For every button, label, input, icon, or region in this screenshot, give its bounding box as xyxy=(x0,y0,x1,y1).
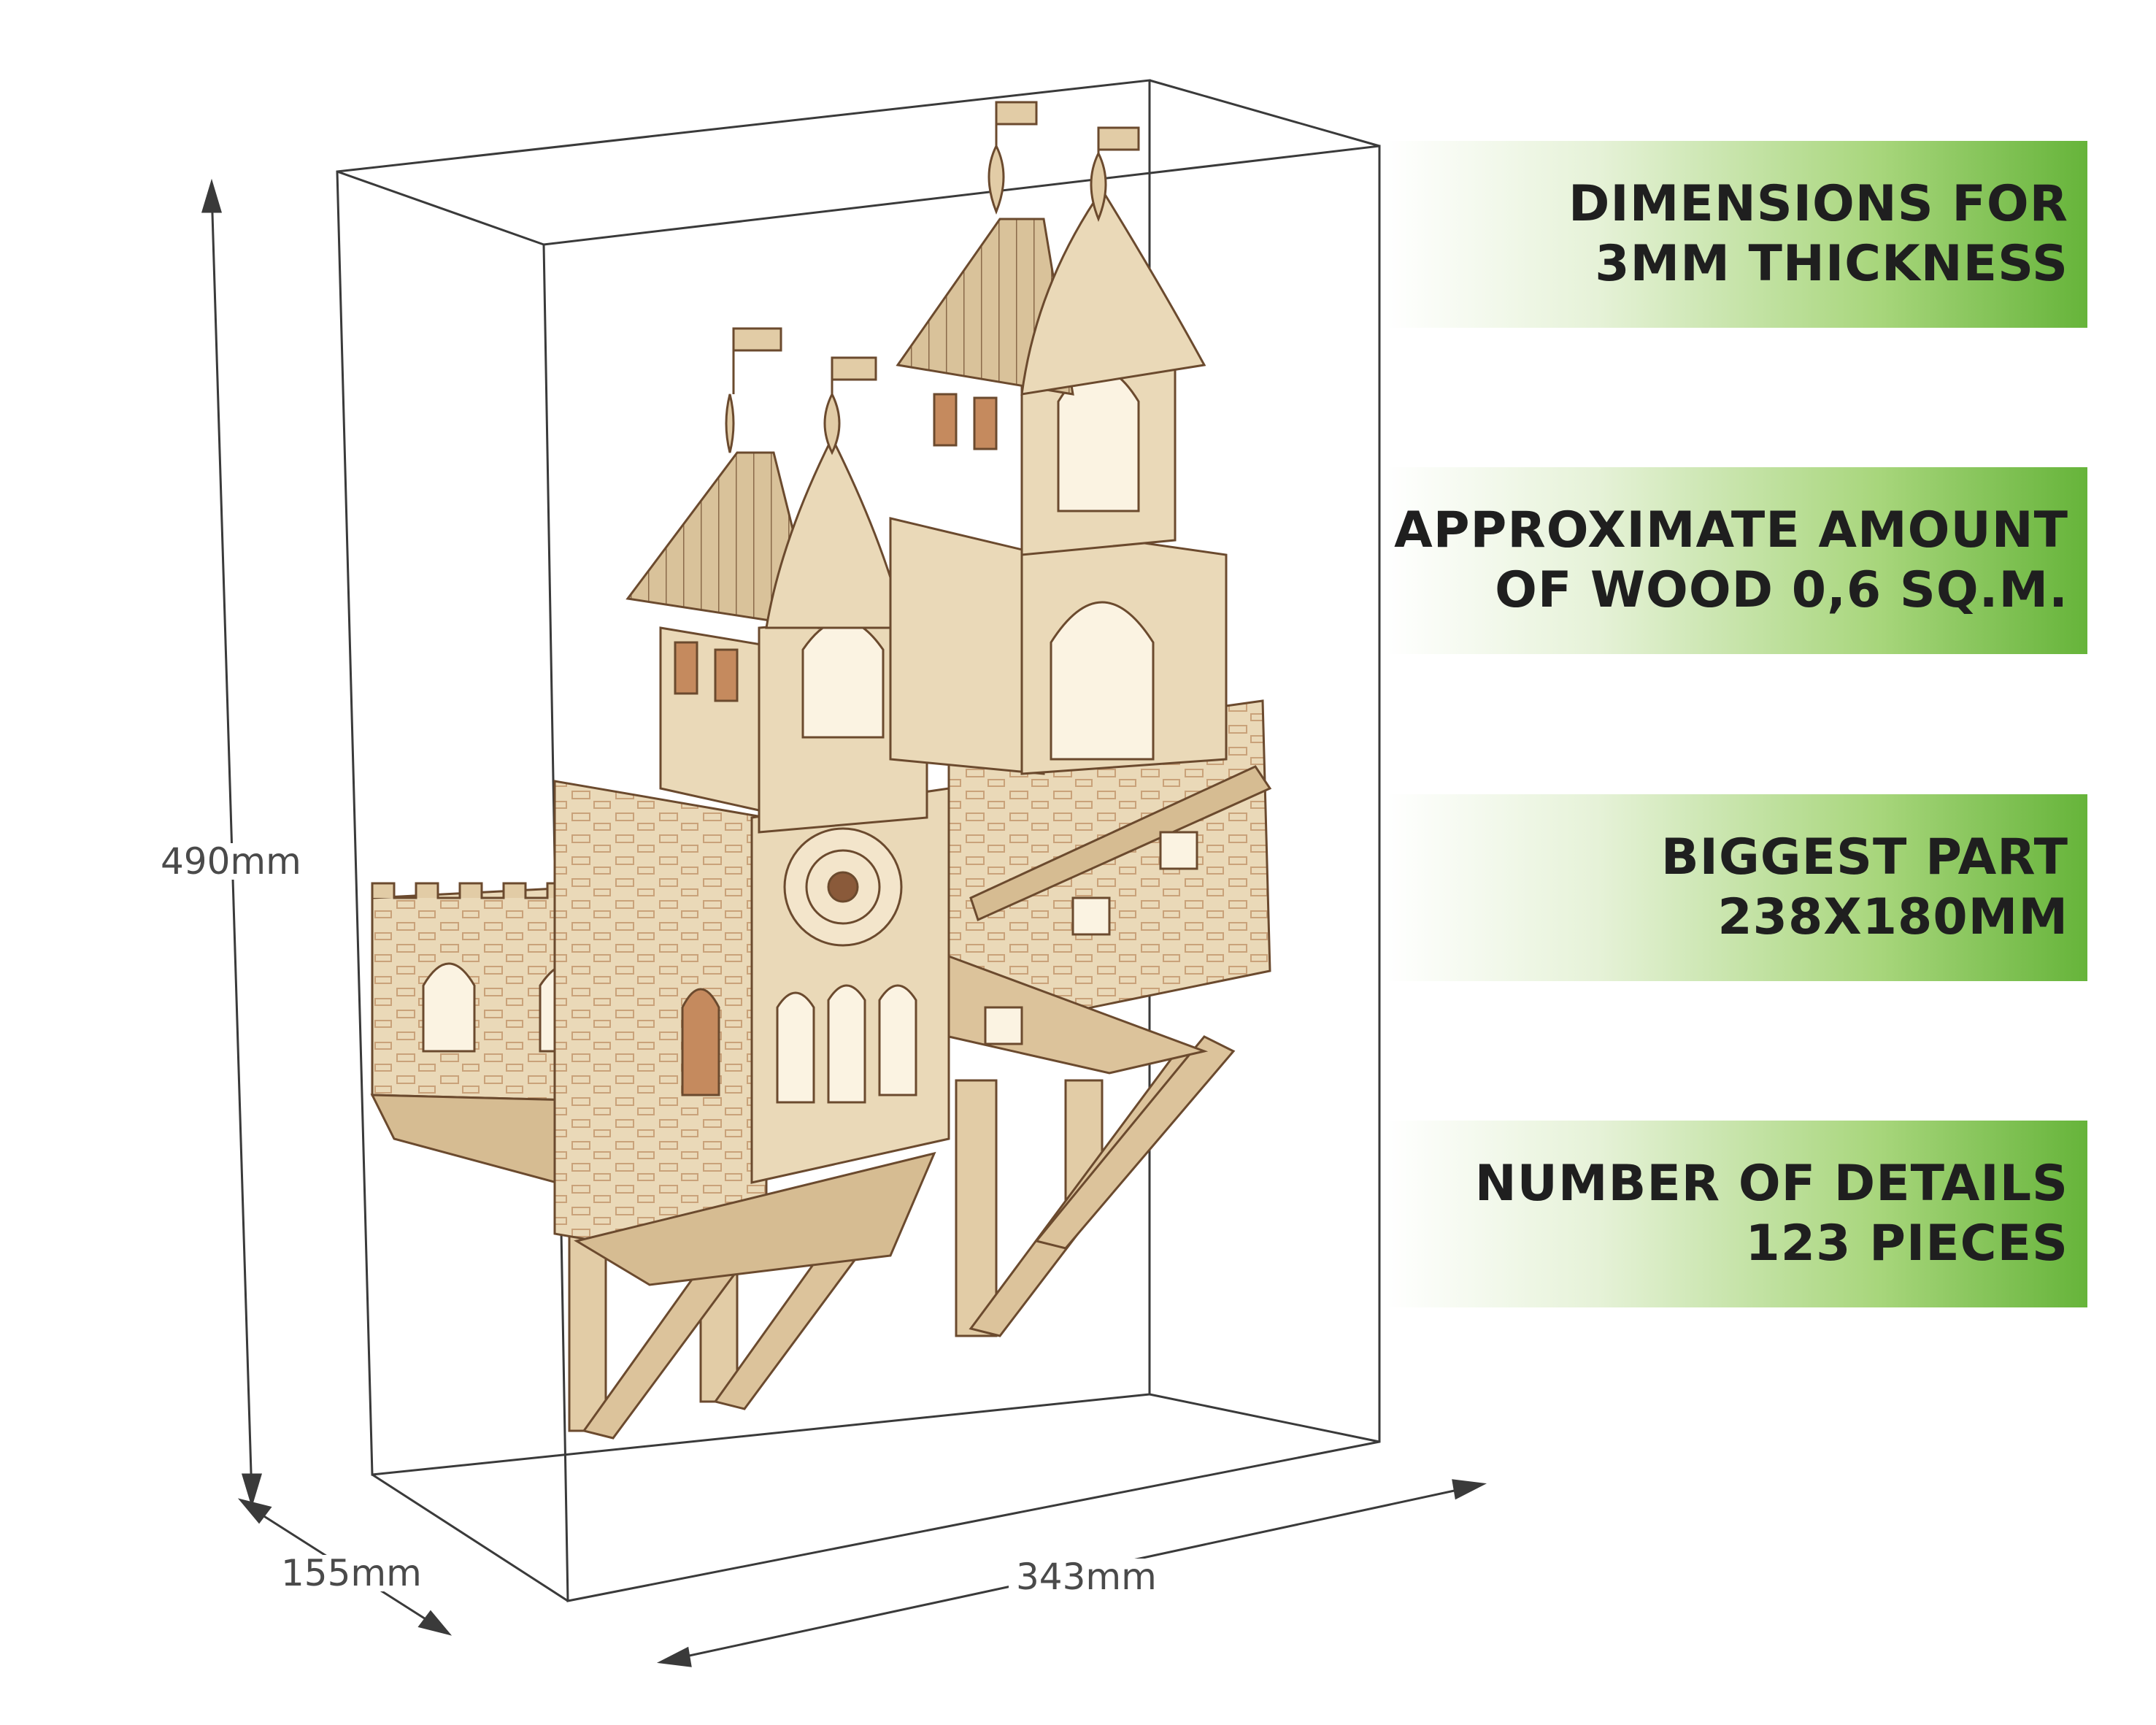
spec-banner-biggest-part: BIGGEST PART 238X180MM xyxy=(1387,794,2087,981)
spec-line: OF WOOD 0,6 SQ.M. xyxy=(1495,561,2068,619)
spec-line: 123 PIECES xyxy=(1745,1215,2068,1272)
depth-dimension-line xyxy=(237,1498,453,1636)
spec-banner-thickness: DIMENSIONS FOR 3MM THICKNESS xyxy=(1387,141,2087,328)
depth-dimension-label: 155mm xyxy=(274,1555,429,1591)
spec-line: DIMENSIONS FOR xyxy=(1568,175,2068,233)
width-dimension-label: 343mm xyxy=(1009,1559,1164,1595)
spec-banner-wood-amount: APPROXIMATE AMOUNT OF WOOD 0,6 SQ.M. xyxy=(1387,467,2087,654)
spec-banner-details: NUMBER OF DETAILS 123 PIECES xyxy=(1387,1121,2087,1307)
spec-line: 3MM THICKNESS xyxy=(1595,235,2068,293)
height-dimension-label: 490mm xyxy=(153,843,309,880)
spec-line: 238X180MM xyxy=(1717,888,2068,946)
spec-line: APPROXIMATE AMOUNT xyxy=(1394,502,2068,559)
castle-model xyxy=(370,101,1272,1440)
spec-line: BIGGEST PART xyxy=(1660,829,2068,886)
spec-line: NUMBER OF DETAILS xyxy=(1474,1155,2068,1213)
